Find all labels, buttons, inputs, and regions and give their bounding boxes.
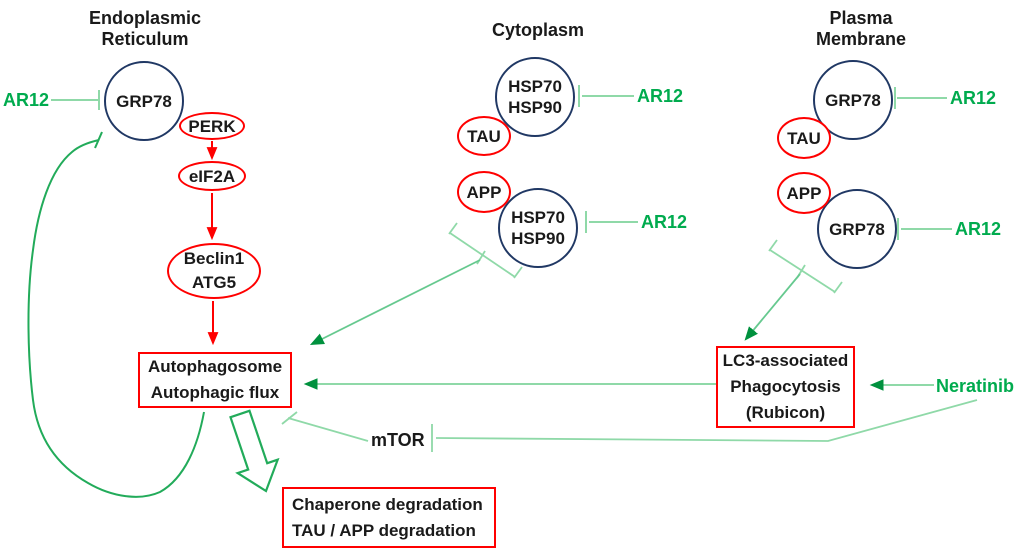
hsp90-label: HSP90 <box>508 98 562 117</box>
autophagosome-line2: Autophagic flux <box>150 383 280 402</box>
pm-grp78-top-circle: GRP78 <box>813 60 893 140</box>
ar12-label-er: AR12 <box>3 90 50 110</box>
ar12-label-cytoplasm-top: AR12 <box>637 86 684 106</box>
er-grp78-circle: GRP78 <box>104 61 184 141</box>
er-region-title: Endoplasmic Reticulum <box>75 8 215 50</box>
degradation-line2: TAU / APP degradation <box>292 520 476 540</box>
ar12-label-pm-top: AR12 <box>950 88 997 108</box>
eif2a-ellipse: eIF2A <box>178 161 246 191</box>
beclin1-atg5-ellipse: Beclin1 ATG5 <box>167 243 261 299</box>
cytoplasm-app-ellipse: APP <box>457 171 511 213</box>
app-label: APP <box>786 183 822 203</box>
neratinib-mtor-inhibition <box>431 399 978 452</box>
er-grp78-label: GRP78 <box>116 91 172 111</box>
lap-line1: LC3-associated <box>722 351 849 370</box>
lap-line2: Phagocytosis <box>730 377 841 396</box>
pm-grp78-bottom-label: GRP78 <box>829 219 885 239</box>
complex-to-autophagosome-arrow <box>309 259 481 346</box>
pm-title-line2: Membrane <box>815 29 907 49</box>
tau-label: TAU <box>467 126 501 146</box>
hsp90-label: HSP90 <box>511 229 565 248</box>
pm-grp78-top-label: GRP78 <box>825 90 881 110</box>
beclin1-label: Beclin1 <box>183 249 245 268</box>
lap-line3: (Rubicon) <box>745 403 826 422</box>
pm-grp78-bottom-circle: GRP78 <box>817 189 897 269</box>
pm-title-line1: Plasma <box>829 8 893 28</box>
ar12-label-pm-bottom: AR12 <box>955 219 1002 239</box>
hsp70-label: HSP70 <box>511 208 565 227</box>
perk-label: PERK <box>188 116 236 136</box>
perk-ellipse: PERK <box>179 112 245 140</box>
lap-rubicon-box: LC3-associated Phagocytosis (Rubicon) <box>716 346 855 428</box>
cytoplasm-hsp-top-circle: HSP70 HSP90 <box>495 57 575 137</box>
atg5-label: ATG5 <box>191 273 237 292</box>
neratinib-label: Neratinib <box>936 376 1015 396</box>
app-label: APP <box>466 182 502 202</box>
er-title-line2: Reticulum <box>101 29 189 49</box>
red-cascade-arrows <box>206 141 219 346</box>
autophagosome-grp78-feedback-curve <box>27 131 205 498</box>
mtor-autophagosome-inhibition <box>281 411 369 442</box>
autophagosome-to-degradation-block-arrow <box>229 409 280 493</box>
autophagosome-box: Autophagosome Autophagic flux <box>138 352 292 408</box>
hsp70-label: HSP70 <box>508 77 562 96</box>
pm-app-ellipse: APP <box>777 172 831 214</box>
mtor-label: mTOR <box>371 430 425 450</box>
er-title-line1: Endoplasmic <box>88 8 202 28</box>
ar12-inhibition-lines <box>51 85 952 240</box>
autophagosome-line1: Autophagosome <box>147 357 283 376</box>
degradation-box: Chaperone degradation TAU / APP degradat… <box>282 487 496 548</box>
pm-region-title: Plasma Membrane <box>791 8 931 50</box>
eif2a-label: eIF2A <box>188 166 236 186</box>
cytoplasm-region-title: Cytoplasm <box>491 20 585 40</box>
pm-tau-ellipse: TAU <box>777 117 831 159</box>
cytoplasm-hsp-bottom-circle: HSP70 HSP90 <box>498 188 578 268</box>
degradation-line1: Chaperone degradation <box>292 494 483 514</box>
tau-label: TAU <box>787 128 821 148</box>
ar12-label-cytoplasm-bottom: AR12 <box>641 212 688 232</box>
complex-to-lap-arrow <box>744 273 801 341</box>
cytoplasm-tau-ellipse: TAU <box>457 116 511 156</box>
